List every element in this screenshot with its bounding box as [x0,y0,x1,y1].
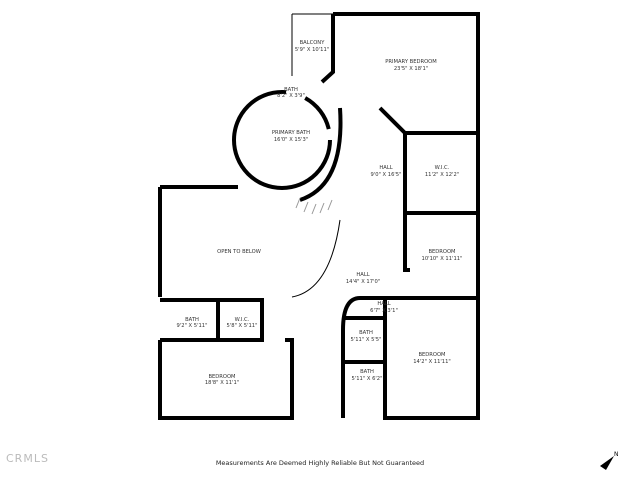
room-size: 5'11" X 6'2" [352,376,383,382]
north-arrow-icon: N [600,451,619,470]
room-name: W.I.C. [435,165,450,171]
room-size: 9'2" X 5'11" [177,323,208,329]
disclaimer-text: Measurements Are Deemed Highly Reliable … [215,459,425,467]
room-size: 11'2" X 12'2" [425,172,459,178]
room-name: BATH [185,317,199,323]
room-size: 8'2" X 3'9" [277,93,305,99]
room-size: 16'0" X 15'3" [274,137,308,143]
room-size: 9'0" X 16'5" [371,172,402,178]
svg-text:N: N [614,451,619,458]
room-size: 14'2" X 11'11" [413,359,451,365]
room-name: BATH [360,369,374,375]
room-size: 5'9" X 10'11" [295,47,329,53]
room-size: 23'5" X 18'1" [394,66,428,72]
crmls-logo: CRMLS [6,452,49,465]
room-name: BATH [284,87,298,93]
room-name: BATH [359,330,373,336]
walls [158,12,480,420]
room-labels: BALCONY 5'9" X 10'11" PRIMARY BEDROOM 23… [177,40,463,386]
room-name: BEDROOM [428,249,455,255]
room-name: BEDROOM [208,374,235,380]
room-size: 5'11" X 5'5" [351,337,382,343]
room-size: 18'8" X 11'1" [205,380,239,386]
room-size: 5'8" X 5'11" [227,323,258,329]
room-name: BALCONY [300,40,326,46]
room-name: PRIMARY BEDROOM [385,59,436,65]
room-size: 14'4" X 17'0" [346,279,380,285]
room-name: OPEN TO BELOW [217,249,261,255]
room-size: 10'10" X 11'11" [422,256,463,262]
room-size: 6'7" X 3'1" [370,308,398,314]
room-name: HALL [377,301,390,307]
room-name: PRIMARY BATH [272,130,310,136]
room-name: HALL [356,272,369,278]
room-name: BEDROOM [418,352,445,358]
room-name: HALL [379,165,392,171]
room-name: W.I.C. [235,317,250,323]
